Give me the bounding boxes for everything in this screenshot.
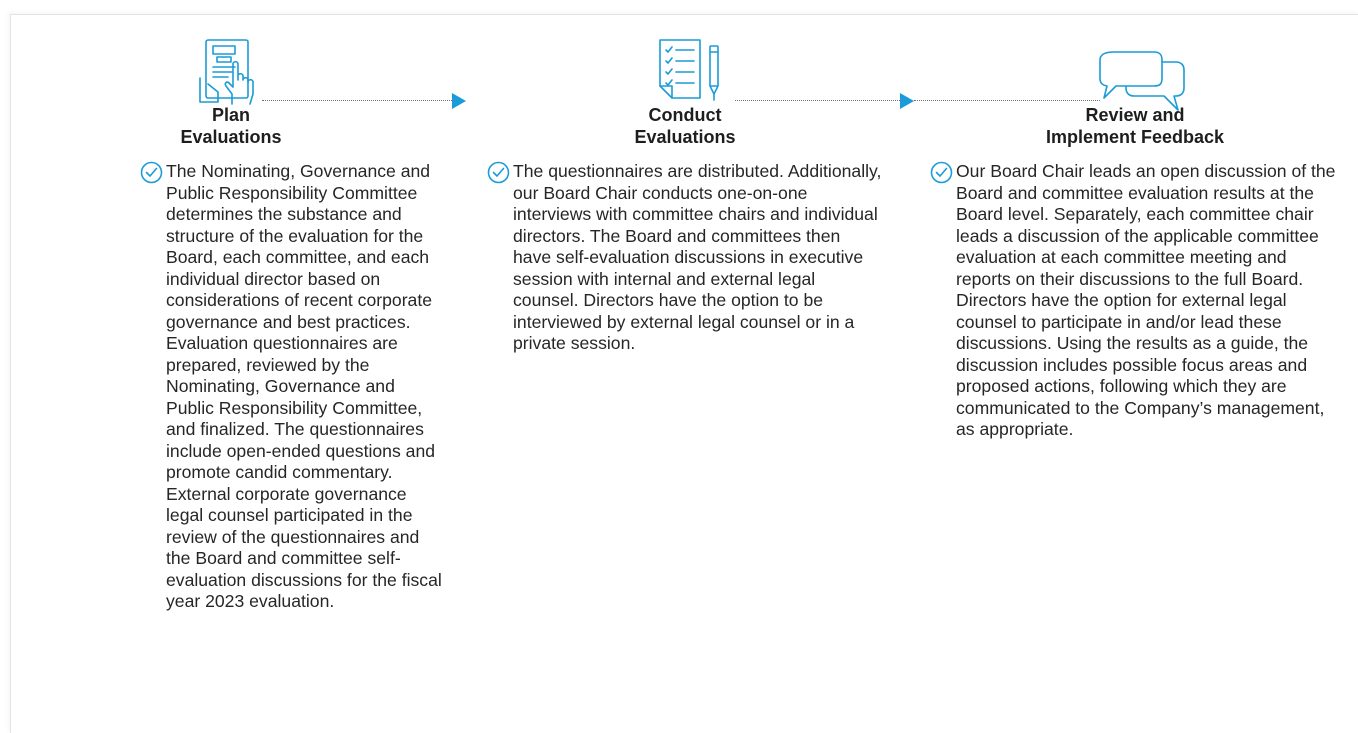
arrow-right-icon [900, 93, 914, 109]
step-plan-evaluations: Plan Evaluations [136, 104, 446, 148]
connector-line-2 [735, 100, 900, 101]
speech-bubbles-icon [1099, 51, 1185, 111]
step-review-implement-feedback: Review and Implement Feedback [1000, 104, 1270, 148]
arrow-right-icon [452, 93, 466, 109]
connector-line-1 [262, 100, 452, 101]
step-plan-description: The Nominating, Governance and Public Re… [140, 161, 446, 613]
step-title-line1: Conduct [648, 105, 722, 125]
check-circle-icon [930, 161, 953, 184]
step-title-line1: Review and [1085, 105, 1185, 125]
touch-form-icon [199, 39, 254, 105]
step-title-line2: Evaluations [180, 127, 282, 147]
step-body-text: The Nominating, Governance and Public Re… [166, 161, 442, 611]
step-body-text: The questionnaires are distributed. Addi… [513, 161, 882, 353]
step-title: Review and Implement Feedback [1000, 104, 1270, 148]
checklist-pencil-icon [659, 39, 719, 101]
diagram-frame [10, 14, 1358, 733]
step-review-description: Our Board Chair leads an open discussion… [930, 161, 1358, 441]
step-title: Conduct Evaluations [590, 104, 780, 148]
step-body-text: Our Board Chair leads an open discussion… [956, 161, 1336, 439]
step-conduct-evaluations: Conduct Evaluations [590, 104, 780, 148]
check-circle-icon [487, 161, 510, 184]
step-conduct-description: The questionnaires are distributed. Addi… [487, 161, 903, 355]
connector-line-3 [914, 100, 1100, 101]
step-title-line1: Plan [211, 105, 250, 125]
step-title-line2: Evaluations [634, 127, 736, 147]
check-circle-icon [140, 161, 163, 184]
step-title-line2: Implement Feedback [1045, 127, 1225, 147]
step-title: Plan Evaluations [136, 104, 326, 148]
